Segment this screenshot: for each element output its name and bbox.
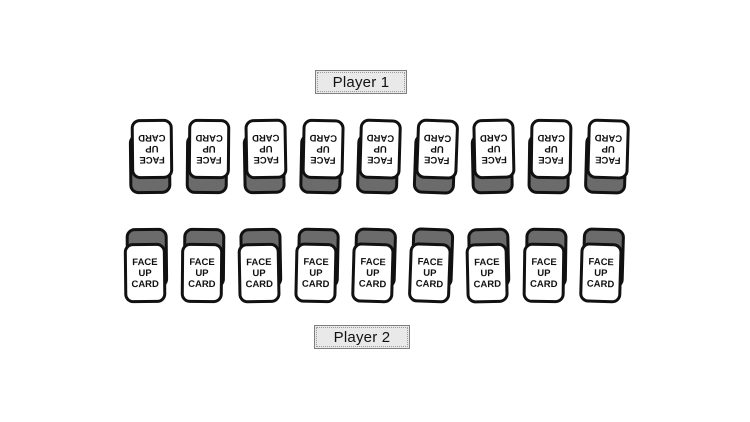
card-text-line: CARD [131,278,159,290]
card-text-line: FACE [531,256,557,268]
player1-label: Player 1 [315,70,407,94]
card-text-line: CARD [529,278,558,290]
card-text-line: UP [259,143,273,155]
card-text-line: FACE [474,256,500,268]
card-text-line: CARD [423,132,452,145]
card-text-line: FACE [132,256,158,268]
card-text-line: CARD [415,277,444,290]
card-text-line: UP [366,267,380,279]
card-text-line: CARD [473,278,502,290]
card-text-line: FACE [366,154,393,166]
card-text-line: FACE [246,256,272,268]
card-text-line: FACE [423,154,450,167]
card-text-line: UP [430,143,444,155]
card-text-line: UP [309,267,323,279]
card-text-line: UP [252,267,266,279]
card-text-line: UP [138,267,152,279]
card-text-line: UP [373,143,387,155]
card-text-line: FACE [360,256,387,268]
card-text-line: CARD [245,278,274,290]
card-text-line: UP [594,267,608,279]
card-text-line: CARD [366,132,395,144]
card-text-line: UP [195,267,209,279]
card-text-line: CARD [188,278,216,290]
card-text-line: UP [544,143,558,155]
card-text-line: CARD [358,278,387,290]
card-text-line: FACE [594,154,621,166]
card-text-line: UP [601,143,615,155]
card-text-line: FACE [253,154,279,166]
card-text-line: FACE [538,154,564,166]
card-text-line: CARD [586,278,615,290]
card-text-line: FACE [303,256,329,268]
card-text-line: FACE [481,154,507,166]
card-text-line: UP [487,143,501,155]
card-text-line: UP [480,267,494,279]
player2-label: Player 2 [314,325,410,349]
card-text-line: FACE [588,256,615,268]
card-text-line: CARD [537,132,566,144]
card-text-line: UP [202,143,216,155]
card-text-line: UP [316,143,330,155]
card-text-line: UP [145,143,159,155]
card-text-line: FACE [196,154,222,166]
card-text-line: CARD [309,132,338,144]
card-text-line: UP [423,267,437,279]
card-text-line: CARD [195,132,223,144]
card-text-line: FACE [189,256,215,268]
card-text-line: CARD [594,132,623,144]
card-text-line: FACE [310,154,336,166]
card-text-line: UP [537,267,551,279]
card-text-line: FACE [417,255,444,268]
card-text-line: FACE [139,154,165,166]
card-text-line: CARD [251,132,280,144]
card-text-line: CARD [301,278,330,290]
card-text-line: CARD [479,132,508,144]
card-text-line: CARD [138,132,166,144]
